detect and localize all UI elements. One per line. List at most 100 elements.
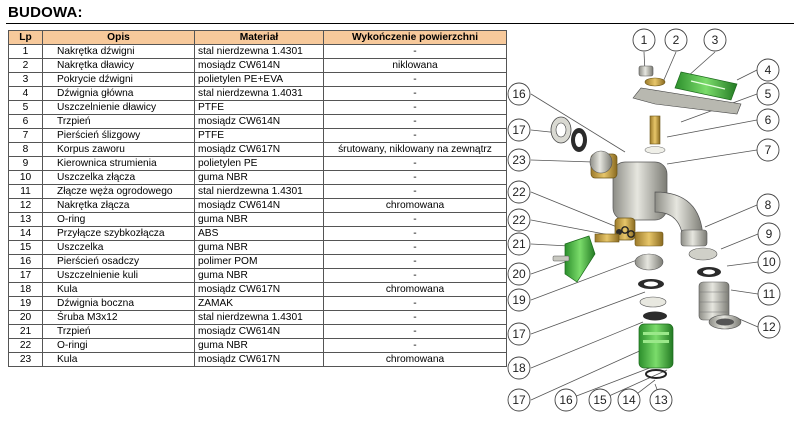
cell-material: guma NBR <box>194 268 324 283</box>
cell-opis: Nakrętka dławicy <box>42 58 195 73</box>
cell-surface: - <box>323 240 507 255</box>
cell-lp: 2 <box>8 58 43 73</box>
cell-surface: - <box>323 128 507 143</box>
callout-label: 17 <box>512 123 526 137</box>
cell-surface: chromowana <box>323 352 507 367</box>
cell-surface: - <box>323 114 507 129</box>
callout-label: 2 <box>673 33 680 47</box>
cell-material: PTFE <box>194 100 324 115</box>
cell-surface: - <box>323 170 507 185</box>
cell-material: stal nierdzewna 1.4301 <box>194 44 324 59</box>
cell-material: polimer POM <box>194 254 324 269</box>
title-underline <box>6 23 794 24</box>
cell-opis: Kierownica strumienia <box>42 156 195 171</box>
cell-lp: 9 <box>8 156 43 171</box>
cell-opis: Kula <box>42 352 195 367</box>
callout-4: 4 <box>756 58 780 82</box>
cell-surface: - <box>323 86 507 101</box>
cell-material: ZAMAK <box>194 296 324 311</box>
cell-material: mosiądz CW617N <box>194 352 324 367</box>
callout-label: 21 <box>512 237 526 251</box>
cell-surface: chromowana <box>323 282 507 297</box>
callout-label: 12 <box>762 320 776 334</box>
callout-label: 5 <box>765 87 772 101</box>
callout-label: 15 <box>593 393 607 407</box>
callout-label: 22 <box>512 185 526 199</box>
cell-material: guma NBR <box>194 240 324 255</box>
cell-lp: 5 <box>8 100 43 115</box>
cell-material: mosiądz CW617N <box>194 142 324 157</box>
callout-19: 19 <box>507 288 531 312</box>
callout-label: 20 <box>512 267 526 281</box>
cell-lp: 20 <box>8 310 43 325</box>
cell-lp: 4 <box>8 86 43 101</box>
cell-surface: - <box>323 156 507 171</box>
cell-lp: 19 <box>8 296 43 311</box>
callout-label: 6 <box>765 113 772 127</box>
cell-surface: - <box>323 100 507 115</box>
callout-10: 10 <box>757 250 781 274</box>
callout-18: 18 <box>507 356 531 380</box>
cell-opis: Dźwignia boczna <box>42 296 195 311</box>
cell-lp: 21 <box>8 324 43 339</box>
cell-material: polietylen PE+EVA <box>194 72 324 87</box>
cell-lp: 15 <box>8 240 43 255</box>
callout-15: 15 <box>588 388 612 412</box>
callout-label: 10 <box>762 255 776 269</box>
cell-surface: - <box>323 184 507 199</box>
cell-opis: Przyłącze szybkozłącza <box>42 226 195 241</box>
cell-opis: Nakrętka złącza <box>42 198 195 213</box>
callout-7: 7 <box>756 138 780 162</box>
cell-lp: 8 <box>8 142 43 157</box>
callout-13: 13 <box>649 388 673 412</box>
cell-surface: - <box>323 310 507 325</box>
callout-5: 5 <box>756 82 780 106</box>
cell-lp: 17 <box>8 268 43 283</box>
cell-surface: - <box>323 338 507 353</box>
cell-lp: 10 <box>8 170 43 185</box>
callout-16: 16 <box>507 82 531 106</box>
cell-opis: Nakrętka dźwigni <box>42 44 195 59</box>
cell-opis: O-ring <box>42 212 195 227</box>
cell-lp: 14 <box>8 226 43 241</box>
callout-label: 7 <box>765 143 772 157</box>
callout-22: 22 <box>507 180 531 204</box>
callout-22: 22 <box>507 208 531 232</box>
cell-opis: Kula <box>42 282 195 297</box>
cell-opis: Uszczelka złącza <box>42 170 195 185</box>
callout-8: 8 <box>756 193 780 217</box>
cell-opis: Uszczelka <box>42 240 195 255</box>
header-material: Materiał <box>194 30 324 45</box>
callout-3: 3 <box>703 28 727 52</box>
callout-label: 22 <box>512 213 526 227</box>
header-opis: Opis <box>42 30 195 45</box>
cell-opis: Dźwignia główna <box>42 86 195 101</box>
callout-12: 12 <box>757 315 781 339</box>
cell-material: polietylen PE <box>194 156 324 171</box>
callout-label: 16 <box>559 393 573 407</box>
callout-17: 17 <box>507 322 531 346</box>
callout-label: 16 <box>512 87 526 101</box>
callout-label: 3 <box>712 33 719 47</box>
cell-lp: 1 <box>8 44 43 59</box>
callout-21: 21 <box>507 232 531 256</box>
cell-surface: - <box>323 226 507 241</box>
cell-opis: Pokrycie dźwigni <box>42 72 195 87</box>
cell-surface: - <box>323 254 507 269</box>
cell-surface: niklowana <box>323 58 507 73</box>
callout-label: 23 <box>512 153 526 167</box>
cell-material: guma NBR <box>194 212 324 227</box>
cell-opis: Pierścień ślizgowy <box>42 128 195 143</box>
cell-surface: - <box>323 72 507 87</box>
cell-surface: chromowana <box>323 198 507 213</box>
